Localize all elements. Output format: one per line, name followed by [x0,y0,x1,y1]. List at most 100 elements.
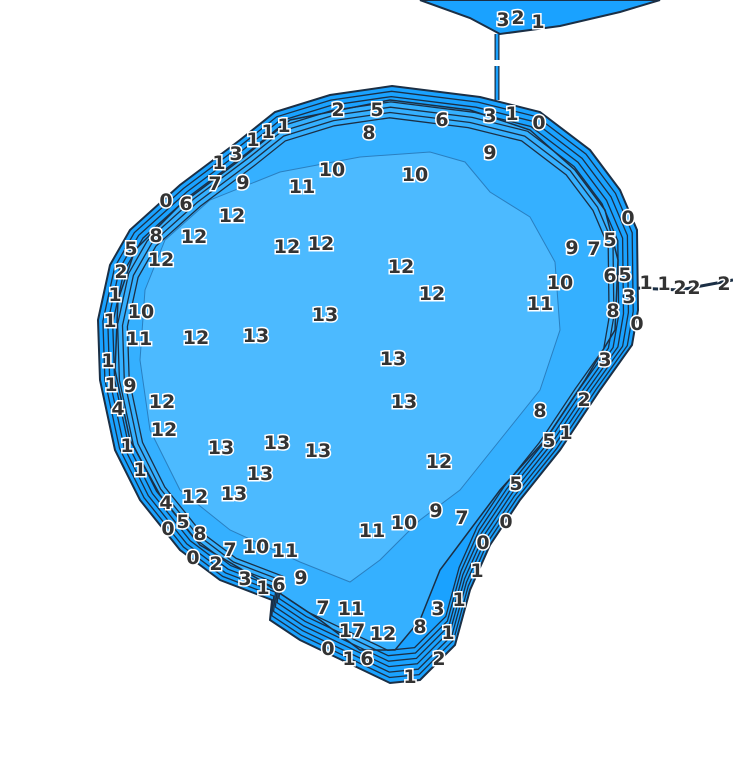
contour-label: 0 [186,547,199,569]
contour-label: 0 [321,638,334,660]
contour-label: 0 [532,112,545,134]
contour-label: 12 [183,327,209,349]
contour-label: 1 [256,577,269,599]
contour-label: 12 [182,486,208,508]
contour-label: 10 [402,164,428,186]
contour-label: 0 [630,313,643,335]
contour-label: 6 [179,193,192,215]
contour-line [102,90,634,679]
contour-label: 1 [104,374,117,396]
contour-label: 1 [342,648,355,670]
contour-label: 10 [128,301,154,323]
contour-label: 12 [370,623,396,645]
contour-label: 2 [577,389,590,411]
contour-label: 9 [294,567,307,589]
contour-label: 9 [565,237,578,259]
contour-label: 11 [359,520,385,542]
contour-label: 7 [223,539,236,561]
contour-label: 13 [243,325,269,347]
contour-label: 11 [126,328,152,350]
contour-label: 12 [181,226,207,248]
contour-label: 11 [338,598,364,620]
contour-label: 0 [161,518,174,540]
contour-label: 2 [432,648,445,670]
contour-label: 10 [243,536,269,558]
contour-label: 0 [476,532,489,554]
contour-lines [102,90,634,679]
contour-label: 12 [388,256,414,278]
contour-label: 1 [531,11,544,33]
contour-label: 1 [559,422,572,444]
contour-label: 2 [717,273,730,295]
north-landmass [419,0,661,36]
contour-label: 8 [362,122,375,144]
contour-line [116,106,620,662]
contour-label: 6 [435,109,448,131]
contour-label: 1 [657,273,670,295]
contour-label: 1 [133,459,146,481]
contour-label: 10 [319,159,345,181]
contour-label: 10 [391,512,417,534]
contour-label: 13 [264,432,290,454]
contour-label: 8 [413,616,426,638]
contour-label: 12 [151,419,177,441]
contour-label: 9 [236,172,249,194]
contour-label: 1 [101,350,114,372]
contour-label: 0 [499,511,512,533]
contour-label: 11 [289,176,315,198]
island-inner-plateau [139,151,561,583]
contour-label: 4 [111,398,124,420]
contour-label: 1 [277,115,290,137]
east-spur-line [635,278,733,292]
contour-label: 13 [247,463,273,485]
contour-label: 11 [527,293,553,315]
contour-label: 1 [212,152,225,174]
contour-label: 1 [441,622,454,644]
contour-label: 1 [639,272,652,294]
contour-label: 3 [238,568,251,590]
contour-label: 9 [483,142,496,164]
contour-label: 2 [114,261,127,283]
contour-label: 2 [673,277,686,299]
contour-label: 1 [120,435,133,457]
contour-label: 5 [509,473,522,495]
contour-label: 2 [331,99,344,121]
contour-label: 12 [274,236,300,258]
contour-line [112,101,625,668]
contour-label: 12 [419,283,445,305]
contour-label: 7 [208,173,221,195]
contour-label: 4 [159,492,172,514]
contour-label: 8 [533,400,546,422]
contour-label: 6 [360,648,373,670]
contour-label: 12 [219,205,245,227]
contour-label: 0 [621,207,634,229]
contour-line [126,117,610,651]
contour-label: 10 [547,272,573,294]
contour-label: 2 [209,553,222,575]
contour-label: 3 [431,598,444,620]
contour-label: 13 [305,440,331,462]
contour-label: 12 [308,233,334,255]
contour-label: 8 [606,300,619,322]
contour-label: 1 [505,103,518,125]
contour-label: 6 [603,265,616,287]
contour-label: 6 [272,574,285,596]
contour-line [121,111,615,657]
contour-label: 8 [193,523,206,545]
contour-label: 9 [123,375,136,397]
contour-label: 8 [149,225,162,247]
contour-label: 1 [261,121,274,143]
contour-label: 12 [149,391,175,413]
contour-label: 3 [496,9,509,31]
contour-label: 11 [272,540,298,562]
contour-label: 3 [483,105,496,127]
contour-label: 1 [246,129,259,151]
contour-line [107,95,630,673]
contour-label: 13 [380,348,406,370]
contour-label: 17 [339,620,365,642]
contour-label: 13 [312,304,338,326]
contour-label: 7 [455,507,468,529]
contour-label: 7 [316,597,329,619]
